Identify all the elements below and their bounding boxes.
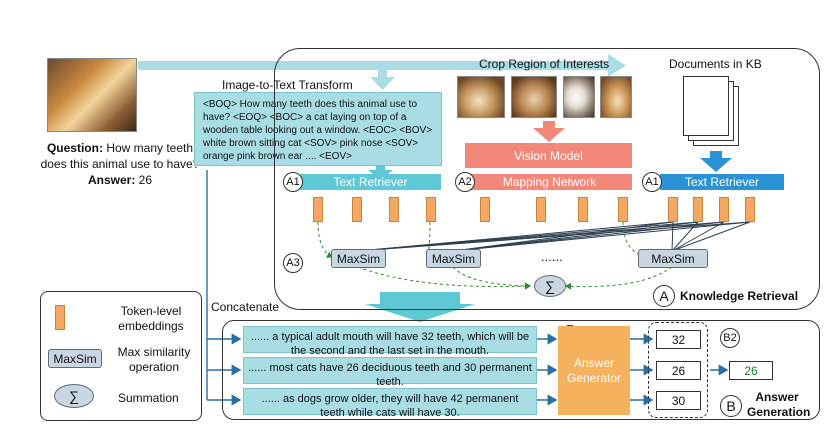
crop-image-1: [457, 76, 505, 118]
knowledge-retrieval-label: Knowledge Retrieval: [680, 289, 799, 303]
retrieved-doc-1: ...... a typical adult mouth will have 3…: [243, 326, 537, 357]
concatenate-arrow: [365, 292, 475, 322]
badge-section-a: A: [653, 285, 675, 307]
token-embedding: [313, 197, 323, 222]
doc-to-generator-lines: [537, 333, 558, 406]
crop-image-2: [511, 76, 557, 118]
crop-title: Crop Region of Interests: [479, 57, 610, 71]
question-label: Question:: [46, 141, 103, 155]
maxsim-op-2: MaxSim: [426, 249, 481, 268]
transform-title: Image-to-Text Transform: [222, 78, 353, 92]
legend-sigma-symbol: ∑: [54, 384, 94, 408]
maxsim-op-1: MaxSim: [331, 249, 386, 268]
text-retriever-right: Text Retriever: [660, 174, 784, 190]
legend-token-label: Token-level embeddings: [118, 304, 184, 333]
answer-generation-panel: [222, 320, 820, 420]
badge-b2: B2: [720, 328, 740, 348]
crop-image-3: [563, 76, 595, 118]
badge-a1-left: A1: [283, 172, 303, 192]
vision-model-box: Vision Model: [465, 143, 632, 168]
document-stack-icon: [683, 76, 739, 148]
token-embedding: [352, 197, 362, 222]
answer-generation-label: Answer Generation: [747, 390, 811, 419]
text-retriever-left: Text Retriever: [300, 174, 441, 190]
input-cat-photo: [47, 58, 137, 132]
legend-maxsim-label: Max similarity operation: [117, 345, 191, 374]
candidate-answer-1: 32: [656, 330, 701, 349]
question-block: Question: How many teeth does this anima…: [40, 140, 200, 188]
concatenate-label: Concatenate: [211, 300, 280, 314]
legend-maxsim-chip: MaxSim: [48, 349, 102, 368]
legend-token-swatch: [55, 305, 65, 330]
answer-label: Answer:: [87, 173, 136, 187]
answer-generator-box: Answer Generator: [558, 326, 630, 415]
badge-a2: A2: [455, 172, 475, 192]
summation-node: ∑: [534, 275, 566, 297]
badge-a1-right: A1: [642, 172, 662, 192]
token-embedding: [536, 197, 546, 222]
token-embedding: [389, 197, 399, 222]
candidate-answer-3: 30: [656, 391, 701, 410]
score-dashed-lines: [317, 221, 673, 290]
crop-to-vision-arrow: [533, 121, 565, 142]
maxsim-op-3: MaxSim: [638, 249, 708, 268]
retrieved-doc-3: ...... as dogs grow older, they will hav…: [243, 388, 537, 419]
token-embedding: [668, 197, 678, 222]
maxsim-ellipsis: ......: [541, 249, 563, 264]
mapping-network: Mapping Network: [467, 174, 632, 190]
transform-text-box: <BOQ> How many teeth does this animal us…: [194, 92, 442, 166]
token-embedding: [719, 197, 729, 222]
final-answer-box: 26: [729, 361, 773, 380]
crop-image-4: [600, 76, 632, 118]
token-embedding: [578, 197, 588, 222]
legend-sigma-label: Summation: [118, 391, 179, 405]
maxsim-fan-lines: [357, 221, 751, 252]
candidate-answer-2: 26: [656, 361, 701, 380]
question-text: How many teeth does this animal use to h…: [40, 141, 200, 171]
docs-to-retriever-arrow: [700, 151, 732, 172]
token-embedding: [745, 197, 755, 222]
knowledge-retrieval-panel: [274, 48, 820, 310]
token-embedding: [426, 197, 436, 222]
left-feed-lines: [206, 170, 242, 406]
token-embedding: [693, 197, 703, 222]
retrieved-doc-2: ...... most cats have 26 deciduous teeth…: [243, 357, 537, 388]
badge-a3: A3: [283, 253, 303, 273]
token-embedding: [480, 197, 490, 222]
answer-value: 26: [138, 173, 153, 187]
image-flow-arrow: [138, 54, 626, 90]
docs-title: Documents in KB: [669, 57, 762, 71]
candidate-answers-group: [648, 322, 708, 418]
token-embedding: [618, 197, 628, 222]
legend-panel: [40, 291, 202, 421]
badge-section-b: B: [720, 395, 742, 417]
